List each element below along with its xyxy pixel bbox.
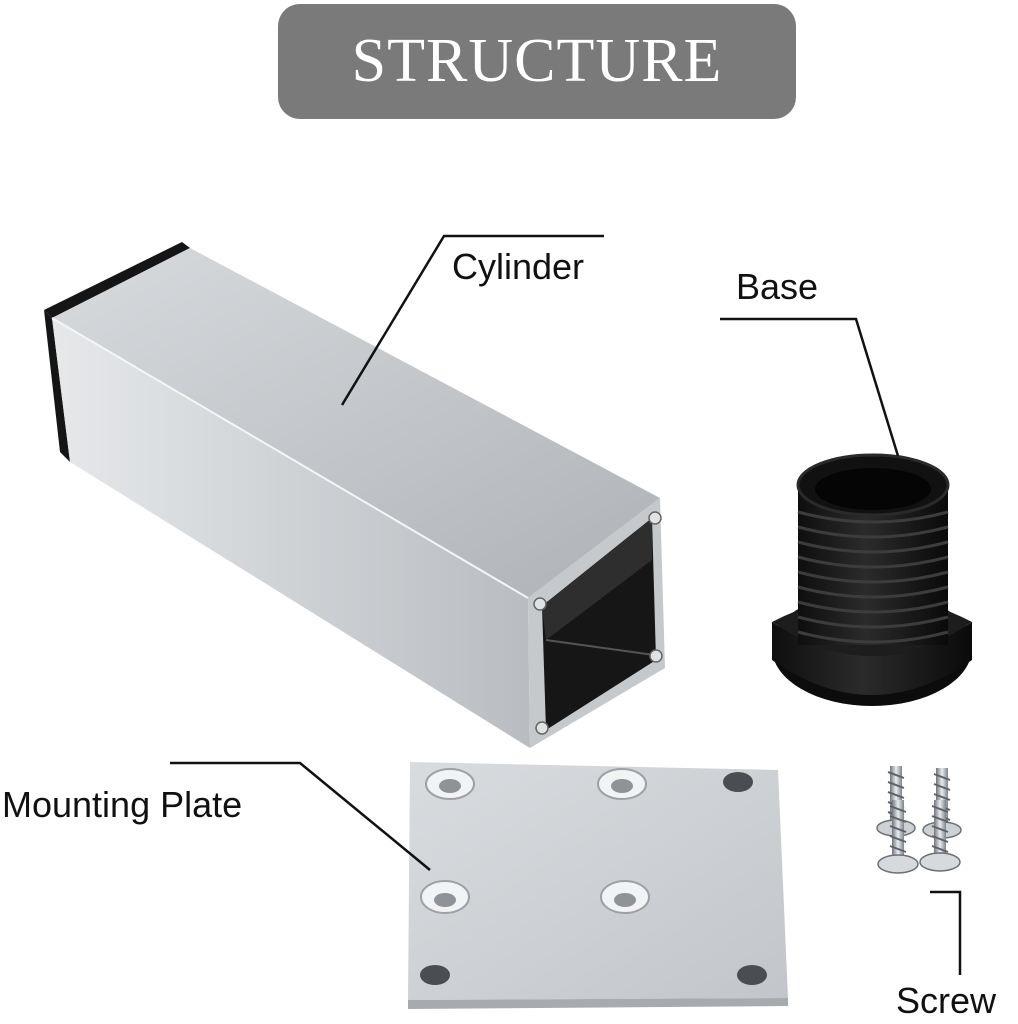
screw-leader-line (930, 890, 962, 975)
base-leader-line (720, 317, 900, 457)
screw-label: Screw (896, 980, 997, 1021)
cylinder-leader-line (340, 234, 604, 406)
mounting-plate-label: Mounting Plate (2, 784, 243, 825)
cylinder-part (44, 242, 665, 748)
base-part (772, 453, 972, 706)
banner-title: STRUCTURE (351, 27, 723, 95)
mounting-plate-part (408, 762, 788, 1009)
mounting-plate-leader-line (170, 761, 431, 871)
screw-part (876, 766, 962, 874)
structure-banner: STRUCTURE (278, 4, 796, 119)
callout-lines (170, 234, 962, 975)
base-label: Base (736, 266, 819, 307)
cylinder-label: Cylinder (452, 246, 585, 287)
